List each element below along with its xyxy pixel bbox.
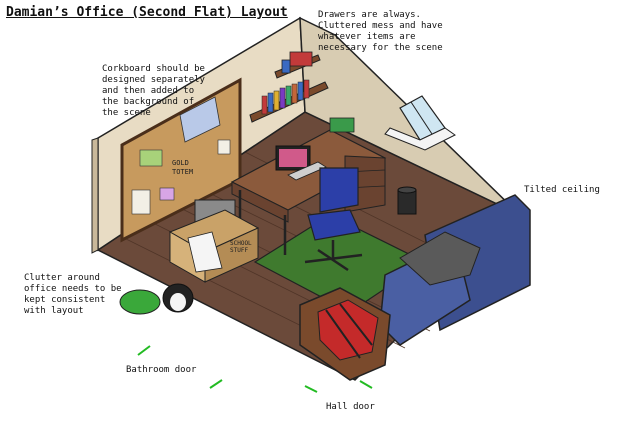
- note-corkboard: Corkboard should be designed separately …: [102, 64, 205, 118]
- green-bag: [119, 289, 161, 315]
- page-title: Damian’s Office (Second Flat) Layout: [6, 5, 288, 20]
- red-blanket: [317, 299, 379, 361]
- corkboard-note: [139, 149, 163, 167]
- corkboard-label: GOLD TOTEM: [172, 159, 193, 176]
- sofa-blanket: [399, 231, 481, 286]
- box-label-line: SCHOOL: [230, 240, 252, 247]
- note-drawers: Drawers are always. Cluttered mess and h…: [318, 10, 443, 53]
- corkboard-map: [179, 96, 221, 143]
- corkboard-note: [159, 187, 175, 201]
- window-sill: [384, 127, 456, 151]
- corkboard-label-line: TOTEM: [172, 168, 193, 176]
- corkboard-note: [131, 189, 151, 215]
- hall-door-mark: [304, 385, 318, 393]
- upper-shelf-box: [289, 51, 313, 67]
- wall-thickness: [91, 137, 99, 254]
- office-chair-seat: [307, 209, 361, 241]
- trash-bin: [397, 189, 417, 215]
- hall-door-mark: [359, 380, 373, 389]
- corkboard-note: [217, 139, 231, 155]
- note-tilted-ceiling: Tilted ceiling: [524, 185, 600, 195]
- office-chair-back: [319, 167, 359, 213]
- shelf-books: [261, 79, 310, 115]
- bathroom-door-mark: [137, 345, 151, 356]
- box-label-line: STUFF: [230, 247, 248, 254]
- note-bathroom-door: Bathroom door: [126, 365, 197, 375]
- note-clutter: Clutter around office needs to be kept c…: [24, 273, 122, 316]
- box-label: SCHOOL STUFF: [230, 240, 255, 254]
- bathroom-door-mark: [209, 379, 223, 389]
- monitor-screen: [279, 149, 307, 167]
- door-markers: [137, 345, 373, 393]
- green-book-on-desk: [329, 117, 355, 133]
- corkboard-label-line: GOLD: [172, 159, 189, 167]
- desk-front: [231, 181, 289, 223]
- keyboard: [287, 161, 327, 181]
- note-hall-door: Hall door: [326, 402, 375, 412]
- trash-bin-rim: [397, 186, 417, 194]
- upper-shelf-book: [281, 59, 291, 74]
- white-sheet: [187, 231, 223, 273]
